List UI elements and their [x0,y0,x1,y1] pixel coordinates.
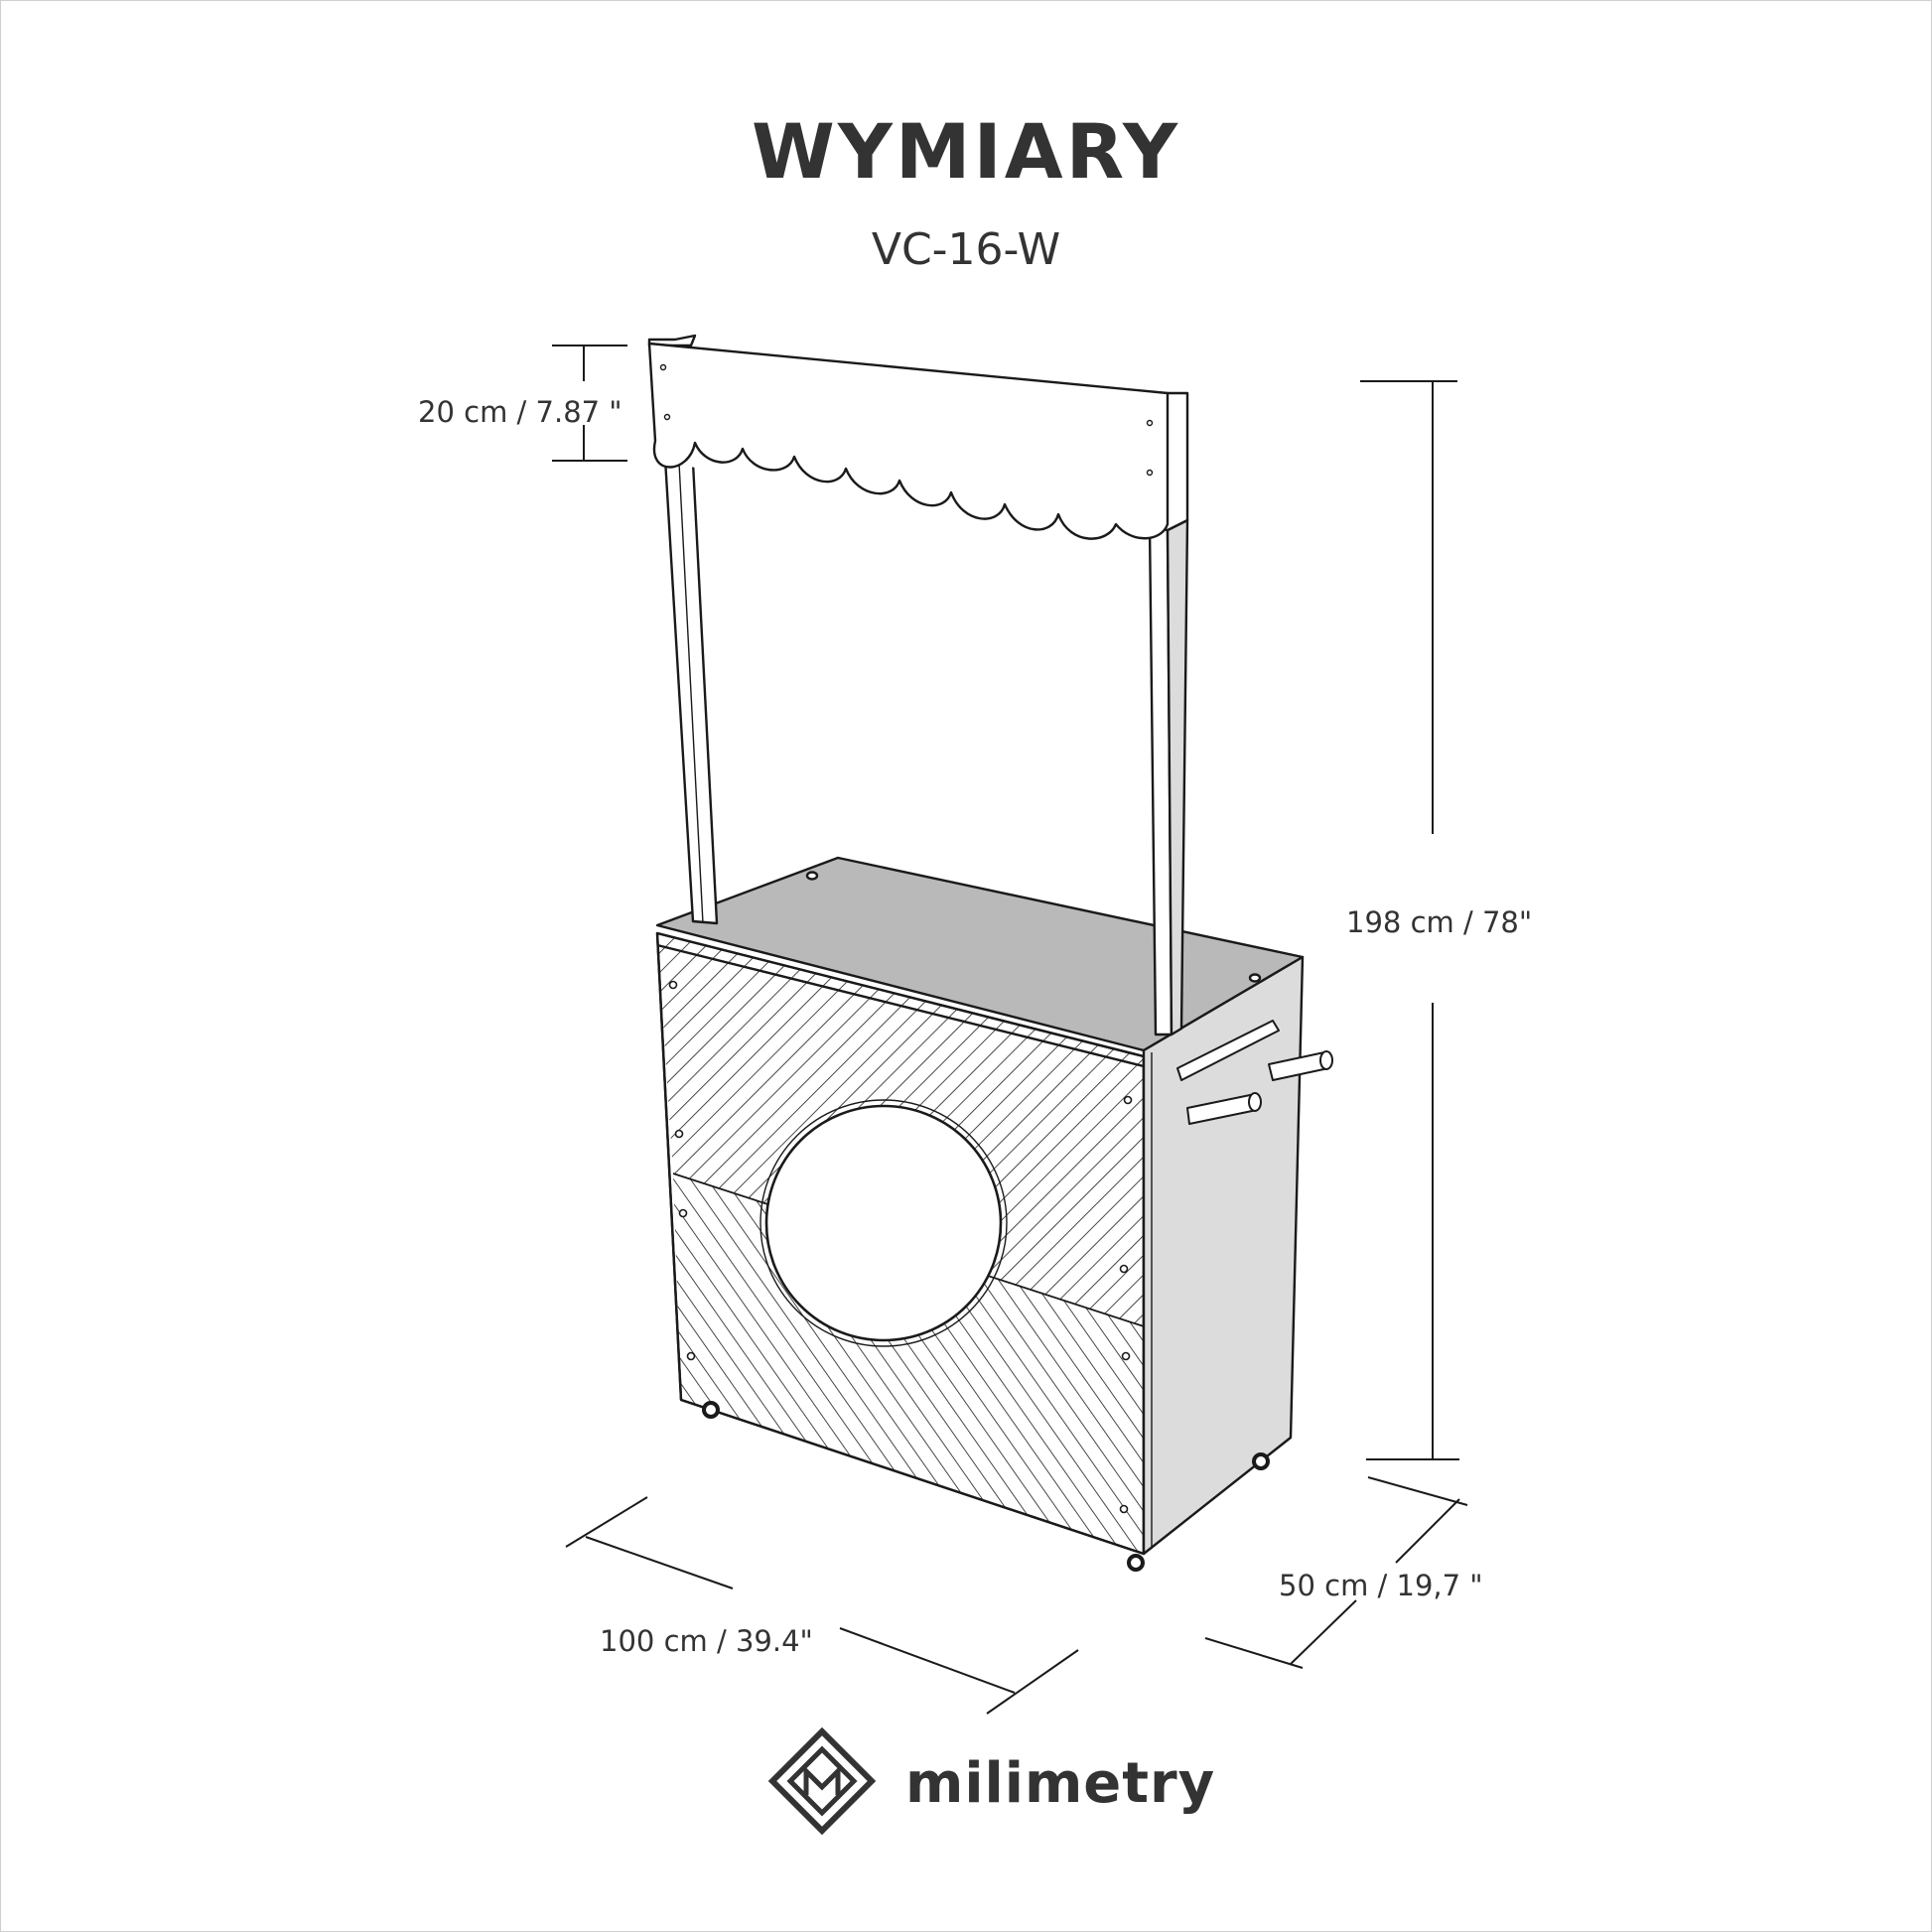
model-code: VC-16-W [871,224,1061,275]
total-height-dimension [1360,380,1459,1460]
wheels [702,1401,1270,1572]
wheel-back-right [1252,1452,1270,1470]
awning-height-label: 20 cm / 7.87 " [418,395,622,429]
total-height-label: 198 cm / 78" [1346,905,1533,939]
brand-wordmark: milimetry [905,1751,1216,1816]
depth-label: 50 cm / 19,7 " [1279,1569,1483,1602]
wheel-front-left [702,1401,720,1419]
cart-body [655,856,1333,1556]
page-title: WYMIARY [752,107,1180,196]
width-dimension [565,1496,1079,1715]
awning-posts [647,334,1189,1036]
wheel-front-right [1127,1554,1145,1572]
awning-scalloped-edge [647,342,1170,540]
cart-side-panel [1142,955,1305,1556]
diamond-m-logo-icon [767,1726,877,1836]
porthole-opening [764,1104,1003,1342]
depth-dimension [1204,1476,1468,1669]
width-label: 100 cm / 39.4" [600,1624,813,1658]
awning-height-dimension [552,345,627,462]
